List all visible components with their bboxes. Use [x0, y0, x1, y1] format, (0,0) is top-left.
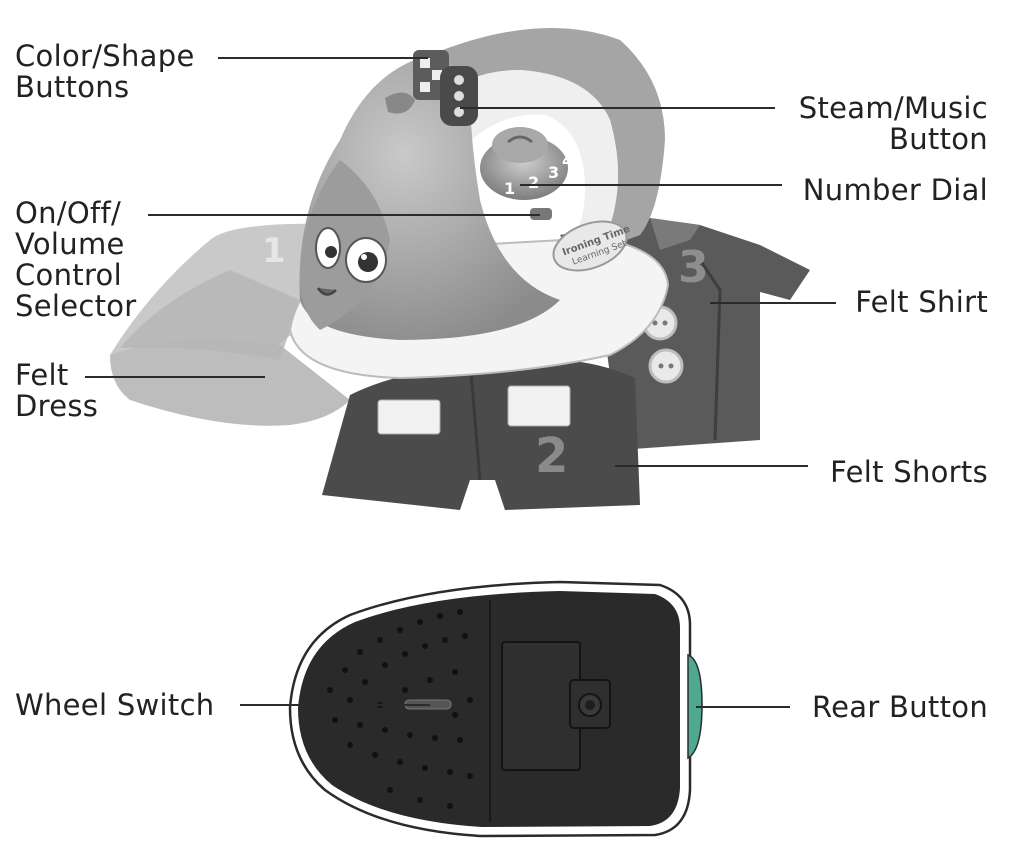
label-felt-dress-line1: Felt — [15, 358, 69, 392]
label-felt-dress-line2: Dress — [15, 389, 99, 423]
iron-handle — [430, 27, 665, 250]
shorts-pocket-left — [377, 399, 441, 435]
label-color-shape-line2: Buttons — [15, 70, 130, 104]
iron-underside — [288, 580, 703, 838]
product-badge: Ironing Time Learning Set — [552, 220, 632, 272]
label-felt-dress: Felt Dress — [15, 360, 98, 422]
battery-cover — [501, 641, 581, 771]
label-color-shape-line1: Color/Shape — [15, 39, 195, 73]
number-dial: 1 2 3 4 — [480, 127, 573, 200]
rear-button — [687, 653, 703, 760]
label-on-off-line2: Volume — [15, 227, 125, 261]
label-on-off-line1: On/Off/ — [15, 196, 122, 230]
on-off-selector — [530, 208, 552, 220]
label-rear-button-text: Rear Button — [811, 690, 988, 724]
label-number-dial-text: Number Dial — [802, 173, 988, 207]
shorts-pocket-right — [507, 385, 571, 427]
iron-mouth — [316, 287, 337, 296]
dress-number: 1 — [262, 231, 286, 271]
dial-number-1: 1 — [504, 179, 515, 198]
label-wheel-switch: Wheel Switch — [15, 690, 215, 721]
shorts-number: 2 — [535, 428, 568, 484]
dial-number-2: 2 — [528, 173, 539, 192]
label-on-off-volume: On/Off/ Volume Control Selector — [15, 198, 137, 322]
label-steam-music-line1: Steam/Music — [798, 91, 988, 125]
label-on-off-line4: Selector — [15, 289, 137, 323]
label-steam-music-button: Steam/Music Button — [799, 93, 988, 155]
dial-number-3: 3 — [548, 163, 559, 182]
felt-shorts: 2 — [322, 359, 640, 510]
shirt-number: 3 — [678, 242, 709, 293]
label-steam-music-line2: Button — [889, 122, 988, 156]
leader-lines — [85, 57, 836, 708]
shirt-button-bottom — [648, 348, 684, 384]
steam-music-button — [440, 66, 478, 126]
label-wheel-switch-text: Wheel Switch — [15, 688, 215, 722]
label-felt-shorts-text: Felt Shorts — [830, 455, 988, 489]
label-felt-shirt-text: Felt Shirt — [855, 285, 988, 319]
label-felt-shirt: Felt Shirt — [855, 287, 988, 318]
label-on-off-line3: Control — [15, 258, 122, 292]
label-felt-shorts: Felt Shorts — [830, 457, 988, 488]
sole-dots — [327, 609, 473, 809]
label-rear-button: Rear Button — [812, 692, 988, 723]
felt-dress: 1 — [110, 223, 350, 426]
dial-number-4: 4 — [562, 151, 573, 170]
toy-iron: 1 2 3 4 Ironing Time Learning Set — [288, 27, 670, 380]
label-color-shape-buttons: Color/Shape Buttons — [15, 41, 195, 103]
label-number-dial: Number Dial — [803, 175, 988, 206]
